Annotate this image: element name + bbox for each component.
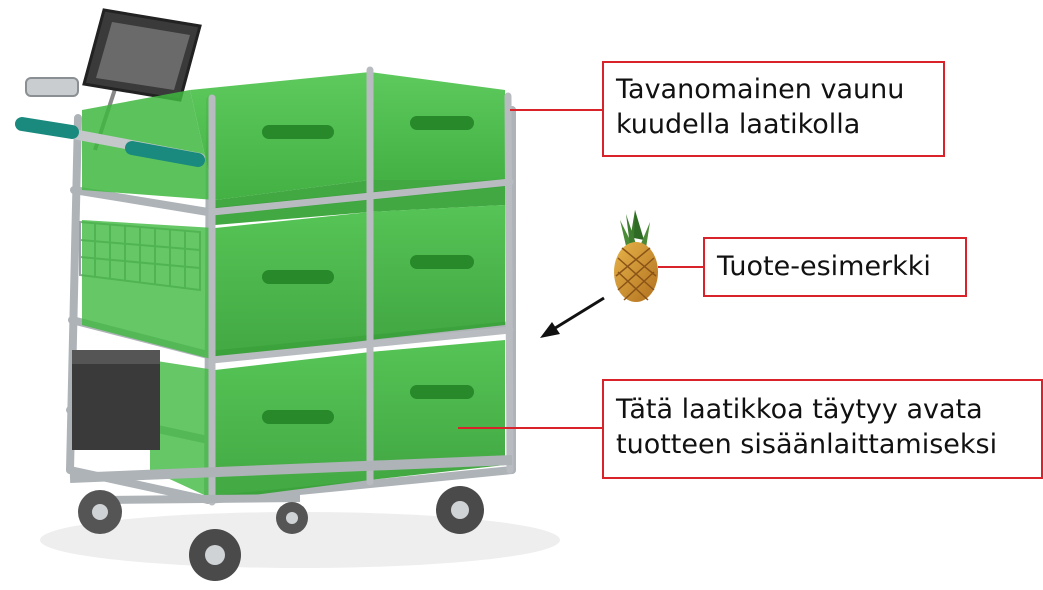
callout-product-example: Tuote-esimerkki bbox=[703, 237, 967, 297]
wheel-front-right bbox=[436, 486, 484, 534]
tablet-screen bbox=[82, 8, 202, 151]
callout-product-label: Tuote-esimerkki bbox=[717, 251, 931, 282]
box-bottom-side bbox=[150, 360, 215, 500]
box-middle-right bbox=[370, 205, 505, 340]
cart-frame-front bbox=[208, 66, 514, 506]
leader-lines bbox=[458, 109, 703, 429]
box-bottom-right bbox=[370, 340, 505, 480]
callout-box-instruction: Tätä laatikkoa täytyy avata tuotteen sis… bbox=[602, 379, 1043, 479]
battery-box bbox=[72, 350, 160, 450]
wheel-middle bbox=[276, 502, 308, 534]
floor-shadow bbox=[40, 512, 560, 568]
callout-cart-line1: Tavanomainen vaunu bbox=[616, 74, 905, 105]
callout-cart-line2: kuudella laatikolla bbox=[616, 109, 861, 140]
box-bottom-left bbox=[215, 352, 370, 500]
scanner-device bbox=[25, 77, 79, 97]
box-top-left bbox=[190, 72, 370, 225]
pineapple-icon bbox=[614, 210, 658, 302]
arrow-icon bbox=[540, 296, 605, 338]
wheel-front-left bbox=[189, 529, 241, 581]
callout-cart-description: Tavanomainen vaunu kuudella laatikolla bbox=[602, 61, 945, 157]
wheel-back-left bbox=[78, 490, 122, 534]
cart-base bbox=[69, 455, 513, 504]
callout-box-line2: tuotteen sisäänlaittamiseksi bbox=[616, 429, 998, 460]
cart-handle bbox=[15, 117, 205, 167]
box-middle-side bbox=[82, 220, 215, 360]
box-middle-left bbox=[215, 212, 370, 360]
callout-box-line1: Tätä laatikkoa täytyy avata bbox=[616, 394, 983, 425]
